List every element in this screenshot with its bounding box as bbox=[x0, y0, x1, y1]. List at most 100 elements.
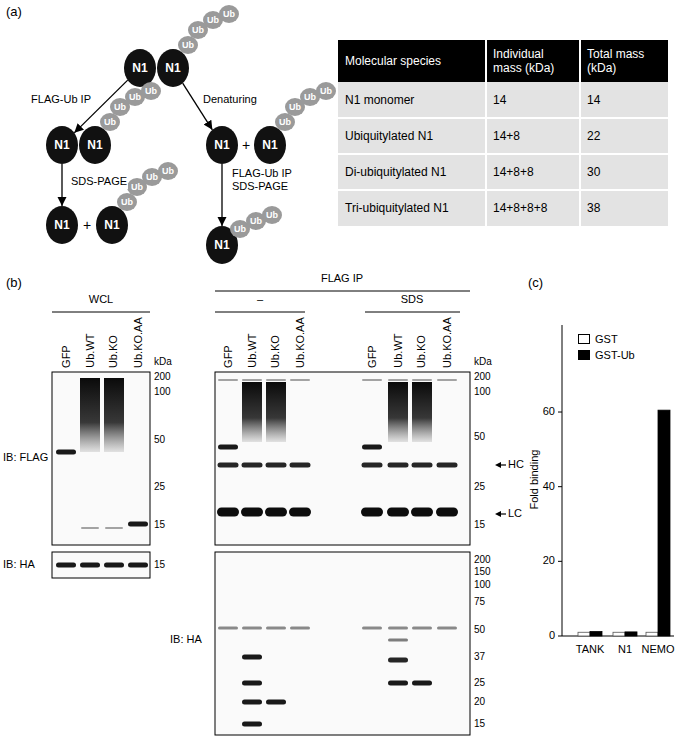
legend-text: GST-Ub bbox=[595, 349, 635, 361]
lane-label: Ub.WT bbox=[391, 334, 404, 368]
protein-ellipse: N1 bbox=[46, 206, 78, 244]
node-text: Ub bbox=[104, 117, 116, 127]
table-rule bbox=[485, 40, 487, 226]
blot-band bbox=[290, 463, 311, 468]
blot-band bbox=[104, 563, 124, 568]
label-text: N1 monomer bbox=[345, 93, 414, 107]
blot-band bbox=[437, 379, 457, 381]
blot-band bbox=[266, 463, 287, 468]
label-text: FLAG IP bbox=[321, 272, 363, 284]
label-text: 200 bbox=[474, 371, 491, 382]
node-text: Ub bbox=[129, 92, 141, 102]
node-text: N1 bbox=[104, 218, 119, 232]
table-cell: 14+8 bbox=[493, 129, 575, 143]
edge-label: Denaturing bbox=[202, 93, 258, 106]
edge-label-text: FLAG-Ub IP bbox=[31, 93, 91, 105]
lane-label: GFP bbox=[365, 345, 378, 368]
blot-band bbox=[80, 563, 100, 568]
plus-sign: + bbox=[242, 137, 250, 154]
blot-band bbox=[266, 379, 286, 381]
blot-band bbox=[242, 379, 262, 381]
marker-size: 25 bbox=[154, 481, 165, 493]
blot-band bbox=[387, 508, 409, 517]
process-arrow bbox=[221, 164, 222, 226]
plus-sign: + bbox=[83, 217, 91, 234]
table-row bbox=[338, 118, 668, 154]
label-text: (b) bbox=[6, 275, 22, 290]
tick-label: 60 bbox=[543, 405, 555, 418]
node-text: Ub bbox=[320, 86, 332, 96]
protein-ellipse: N1 bbox=[206, 126, 238, 164]
label-text: 200 bbox=[154, 371, 171, 382]
label-text: 40 bbox=[543, 480, 555, 492]
lane-label: Ub.WT bbox=[83, 334, 96, 368]
node-text: Ub bbox=[162, 166, 174, 176]
legend-entry: GST-Ub bbox=[578, 349, 635, 361]
label-text: Fold binding bbox=[528, 450, 540, 510]
marker-size: 200 bbox=[154, 371, 171, 383]
label-text: (a) bbox=[6, 4, 22, 19]
label-text: HC bbox=[508, 458, 524, 470]
marker-size: 200 bbox=[474, 554, 491, 566]
table-cell: 30 bbox=[587, 165, 663, 179]
blot-band bbox=[128, 522, 148, 527]
blot-band bbox=[218, 463, 239, 468]
label-text: GFP bbox=[365, 345, 377, 368]
group-underline bbox=[52, 312, 150, 313]
label-text: – bbox=[257, 293, 263, 305]
blot-smear bbox=[80, 378, 100, 452]
blot-label: IB: FLAG bbox=[3, 451, 48, 464]
blot-band bbox=[105, 527, 123, 529]
table-header bbox=[338, 40, 668, 82]
group-label: FLAG IP bbox=[321, 272, 363, 285]
lane-label: GFP bbox=[221, 345, 234, 368]
blot-band bbox=[128, 563, 148, 568]
table-cell: 22 bbox=[587, 129, 663, 143]
blot-band bbox=[218, 379, 238, 381]
blot-band bbox=[436, 508, 458, 517]
table-rule bbox=[338, 189, 668, 191]
ubiquitin-circle: Ub bbox=[158, 162, 178, 180]
blot-label: IB: HA bbox=[3, 558, 35, 571]
table-cell: N1 monomer bbox=[345, 93, 481, 107]
node-text: Ub bbox=[304, 92, 316, 102]
label-text: kDa bbox=[474, 356, 492, 367]
group-underline bbox=[365, 312, 460, 313]
label-text: 25 bbox=[154, 481, 165, 492]
blot-band bbox=[242, 700, 262, 705]
blot-band bbox=[56, 563, 76, 568]
marker-size: 25 bbox=[474, 481, 485, 493]
label-text: 14 bbox=[493, 93, 506, 107]
node-text: Ub bbox=[279, 117, 291, 127]
table-row bbox=[338, 154, 668, 190]
bar bbox=[658, 410, 670, 636]
marker-size: 150 bbox=[474, 566, 491, 578]
node-text: N1 bbox=[54, 138, 69, 152]
table-row bbox=[338, 82, 668, 118]
label-text: WCL bbox=[89, 293, 113, 305]
lane-label: Ub.WT bbox=[245, 334, 258, 368]
blot-band bbox=[362, 445, 382, 450]
category-label: TANK bbox=[576, 643, 605, 656]
edge-label-text: FLAG-Ub IP SDS-PAGE bbox=[232, 167, 292, 192]
label-text: kDa bbox=[154, 356, 172, 367]
lane-label: Ub.KO.AA bbox=[131, 317, 144, 368]
protein-ellipse: N1 bbox=[46, 126, 78, 164]
table-cell: Molecular species bbox=[345, 54, 481, 68]
node-text: N1 bbox=[262, 138, 277, 152]
axis-tick bbox=[558, 636, 562, 637]
marker-size: 15 bbox=[474, 519, 485, 531]
blot-band bbox=[388, 681, 408, 686]
node-text: Ub bbox=[250, 216, 262, 226]
ubiquitin-circle: Ub bbox=[262, 206, 282, 224]
blot-band bbox=[411, 508, 433, 517]
category-label: N1 bbox=[618, 643, 632, 656]
label-text: 14+8+8 bbox=[493, 165, 534, 179]
blot-band bbox=[81, 527, 99, 529]
label-text: TANK bbox=[576, 643, 605, 655]
label-text: 15 bbox=[474, 718, 485, 729]
label-text: + bbox=[83, 217, 91, 233]
table-cell: Tri-ubiquitylated N1 bbox=[345, 201, 481, 215]
